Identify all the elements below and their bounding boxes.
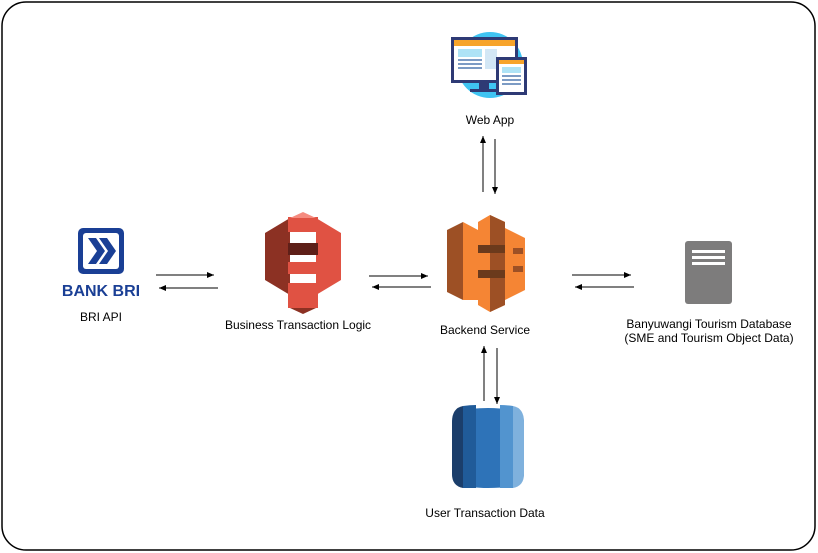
user-data-label: User Transaction Data xyxy=(425,506,545,520)
aws-compute-icon xyxy=(447,215,525,312)
aws-rds-database-icon xyxy=(452,405,524,488)
web-app-label: Web App xyxy=(465,113,515,127)
server-icon xyxy=(685,241,732,304)
bank-bri-logo-text: BANK BRI xyxy=(61,283,141,300)
bri-api-label: BRI API xyxy=(79,310,123,324)
backend-service-label: Backend Service xyxy=(439,323,531,337)
bank-bri-logo xyxy=(78,228,124,274)
aws-s3-icon xyxy=(265,212,341,314)
tourism-db-label-line2: (SME and Tourism Object Data) xyxy=(624,331,794,345)
web-browser-icon xyxy=(451,32,527,98)
tourism-db-label-line1: Banyuwangi Tourism Database xyxy=(626,317,792,331)
business-logic-label: Business Transaction Logic xyxy=(224,318,372,332)
